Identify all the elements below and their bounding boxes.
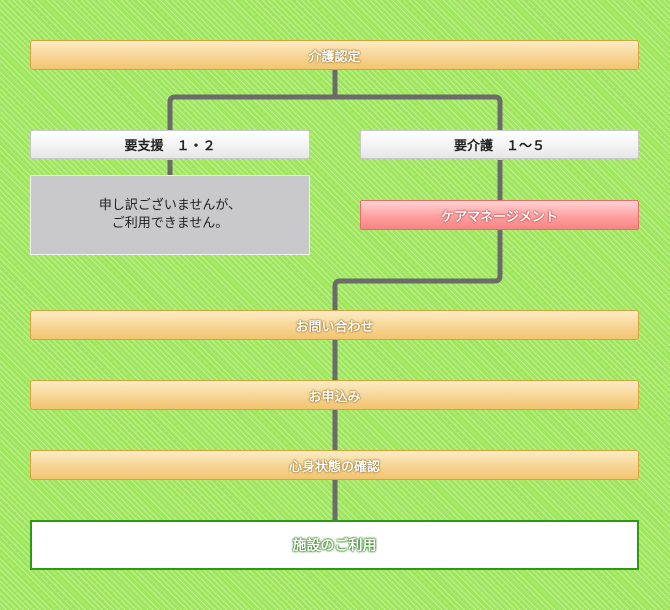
application-label: お申込み <box>308 389 361 405</box>
care-level-label: 要介護 １～５ <box>453 139 545 154</box>
facility-use-box: 施設のご利用 <box>30 520 639 570</box>
not-available-line-1: 申し訳ございませんが、 <box>98 198 242 213</box>
care-management-label: ケアマネージメント <box>441 209 558 225</box>
connector-to-care <box>335 94 503 130</box>
support-level-box: 要支援 １・２ <box>30 130 310 159</box>
care-certification-box: 介護認定 <box>30 40 639 70</box>
connector-management-to-inquiry <box>332 230 503 310</box>
facility-use-label: 施設のご利用 <box>292 538 377 554</box>
care-management-box: ケアマネージメント <box>360 200 639 230</box>
condition-check-label: 心身状態の確認 <box>288 459 380 475</box>
application-box: お申込み <box>30 380 639 410</box>
not-available-line-2: ご利用できません。 <box>111 216 229 231</box>
not-available-notice: 申し訳ございませんが、 ご利用できません。 <box>30 175 310 255</box>
care-level-box: 要介護 １～５ <box>360 130 639 159</box>
care-certification-label: 介護認定 <box>308 49 361 65</box>
inquiry-label: お問い合わせ <box>295 319 374 335</box>
support-level-label: 要支援 １・２ <box>124 139 216 154</box>
condition-check-box: 心身状態の確認 <box>30 450 639 480</box>
connector-to-support <box>167 70 338 130</box>
inquiry-box: お問い合わせ <box>30 310 639 340</box>
